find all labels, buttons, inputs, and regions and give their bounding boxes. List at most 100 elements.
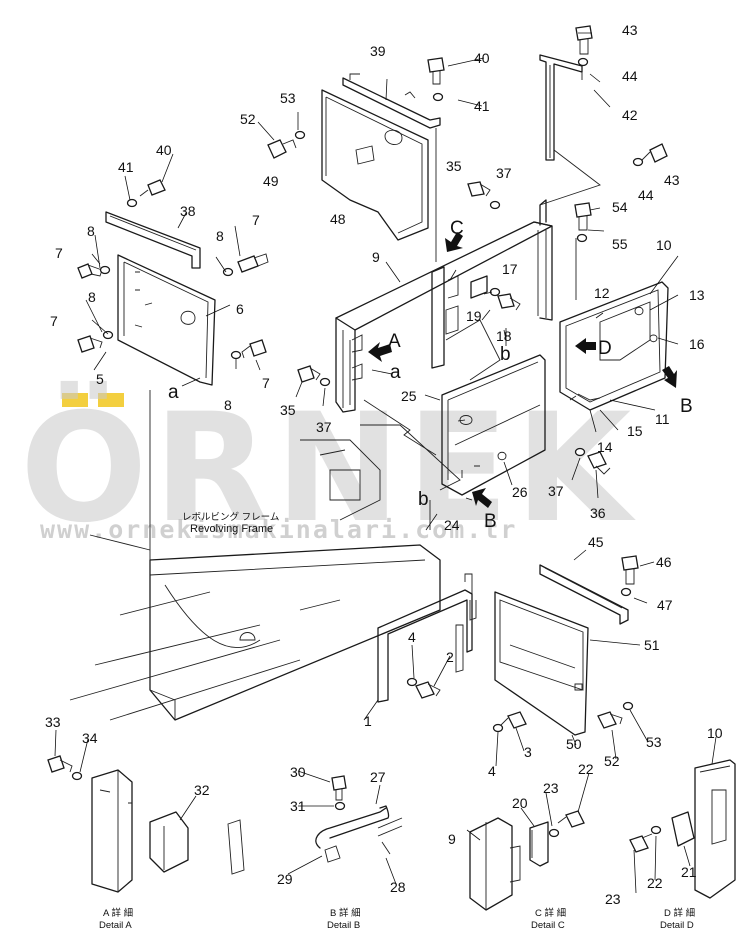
callout-28: 28: [390, 879, 406, 895]
callout-33: 33: [45, 714, 61, 730]
callout-37-b: 37: [316, 419, 332, 435]
callout-6: 6: [236, 301, 244, 317]
callout-14: 14: [597, 439, 613, 455]
callout-2: 2: [446, 649, 454, 665]
callout-45: 45: [588, 534, 604, 550]
callout-24: 24: [444, 517, 460, 533]
callout-10: 10: [656, 237, 672, 253]
callout-8-c: 8: [216, 228, 224, 244]
detail-D-jp: D 詳 細: [664, 907, 695, 919]
callout-5: 5: [96, 371, 104, 387]
callout-40-a: 40: [474, 50, 490, 66]
callout-35-b: 35: [280, 402, 296, 418]
detail-A-jp: A 詳 細: [103, 907, 133, 919]
callout-12: 12: [594, 285, 610, 301]
arrow-D: [575, 338, 596, 354]
callout-19: 19: [466, 308, 482, 324]
callout-52-a: 52: [240, 111, 256, 127]
callout-50: 50: [566, 736, 582, 752]
callout-40-b: 40: [156, 142, 172, 158]
view-letter-C: C: [450, 218, 464, 239]
callout-18: 18: [496, 328, 512, 344]
bolt-7-upper: [237, 253, 269, 273]
view-letter-D: D: [598, 338, 612, 359]
callout-8-d: 8: [224, 397, 232, 413]
arrow-B-right: [662, 366, 677, 388]
detail-D-en: Detail D: [660, 920, 694, 931]
callout-46: 46: [656, 554, 672, 570]
callout-4: 4: [408, 629, 416, 645]
watermark: ÖRNEK www.ornekismakinalari.com.tr: [20, 380, 631, 556]
bolt-52-top: [267, 139, 297, 159]
callout-15: 15: [627, 423, 643, 439]
part-42-vertical-bracket: [539, 54, 583, 161]
part-48-cover: [321, 89, 429, 241]
callout-34: 34: [82, 730, 98, 746]
part-5-side-panel: [117, 254, 216, 386]
callout-23-c: 23: [543, 780, 559, 796]
bolt-7-right: [241, 339, 267, 359]
view-letters: A B B C D a a b b: [168, 218, 693, 532]
part-17-plate: [470, 275, 488, 299]
callout-44-a: 44: [622, 68, 638, 84]
detail-B: [227, 775, 403, 875]
bolt-52-lower: [597, 711, 623, 729]
bolt-7-mid: [77, 335, 103, 353]
revolving-frame: [69, 390, 461, 721]
bolt-2: [415, 681, 441, 699]
part-39-bracket: [342, 73, 441, 129]
part-45-bracket: [539, 564, 629, 625]
callout-8-b: 8: [88, 289, 96, 305]
part-51-lower-cover: [494, 591, 589, 736]
callout-7-left-b: 7: [50, 313, 58, 329]
watermark-accent-right: [98, 393, 124, 407]
revolving-frame-label: レボルビング フレーム Revolving Frame: [182, 511, 279, 535]
bolt-54: [574, 202, 592, 231]
callout-41-b: 41: [118, 159, 134, 175]
view-letter-a-center: a: [390, 362, 401, 383]
bolt-33: [47, 755, 73, 773]
part-38-bracket: [105, 211, 201, 269]
callout-22-d: 22: [647, 875, 663, 891]
callout-53-b: 53: [646, 734, 662, 750]
bolt-40-upper: [427, 57, 445, 85]
callout-22-c: 22: [578, 761, 594, 777]
callout-44-b: 44: [638, 187, 654, 203]
part-1-lower-frame: [377, 573, 477, 703]
callout-17: 17: [502, 261, 518, 277]
view-letter-A: A: [388, 331, 401, 352]
callout-39: 39: [370, 43, 386, 59]
callout-23-d: 23: [605, 891, 621, 907]
callout-32: 32: [194, 782, 210, 798]
callout-20: 20: [512, 795, 528, 811]
callout-27: 27: [370, 769, 386, 785]
arrow-A: [368, 342, 392, 362]
callout-51: 51: [644, 637, 660, 653]
callout-31: 31: [290, 798, 306, 814]
washers: [99, 57, 644, 733]
bolt-7-left: [77, 263, 103, 279]
bolt-18-19: [497, 293, 521, 346]
callout-43-a: 43: [622, 22, 638, 38]
detail-C: [469, 810, 585, 911]
assembly-lines: [363, 128, 601, 530]
callout-55: 55: [612, 236, 628, 252]
callout-48: 48: [330, 211, 346, 227]
callout-3: 3: [524, 744, 532, 760]
view-letter-b-upper: b: [500, 344, 511, 365]
callout-11: 11: [655, 411, 670, 427]
view-letter-b-lower: b: [418, 489, 429, 510]
detail-A: [47, 755, 189, 893]
part-10-right-cover: [559, 281, 669, 411]
detail-D: [629, 759, 736, 899]
bolt-35-upper: [467, 181, 491, 197]
callout-21: 21: [681, 864, 697, 880]
callout-29: 29: [277, 871, 293, 887]
detail-A-en: Detail A: [99, 920, 132, 931]
callout-35-a: 35: [446, 158, 462, 174]
part-9-main-frame: [335, 199, 553, 413]
callout-13: 13: [689, 287, 705, 303]
view-letter-a-left: a: [168, 382, 179, 403]
